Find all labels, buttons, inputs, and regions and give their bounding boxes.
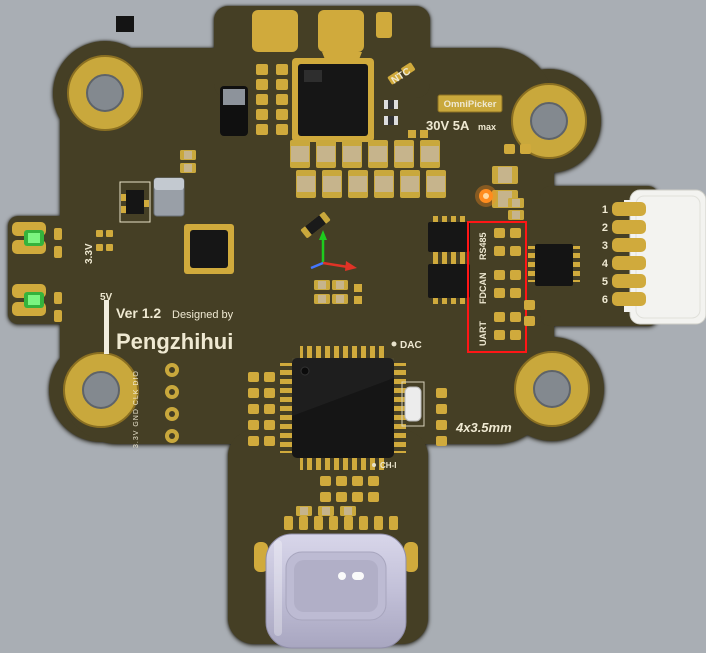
mounting-spec-label: 4x3.5mm [455, 420, 512, 435]
mounting-hole-top-left [67, 55, 143, 131]
usb-c-pads [254, 516, 418, 572]
electrolytic-capacitor [220, 86, 248, 136]
center-small-caps [314, 280, 362, 304]
driver-ic [292, 58, 374, 142]
ch-i-label: CH-I [380, 461, 396, 470]
top-power-pads [252, 10, 392, 82]
power-regulator-ic [184, 224, 234, 274]
usb-c-connector [265, 533, 407, 649]
left-small-pads [54, 228, 113, 322]
sot23-regulator [119, 181, 151, 223]
designer-name: Pengzhihui [116, 329, 233, 354]
angled-component [300, 212, 331, 238]
rail-5v-label: 5V [100, 292, 113, 303]
mcu-chip [280, 346, 406, 470]
dac-label: DAC [400, 340, 422, 351]
crystal-oscillator [401, 381, 425, 427]
rs485-label: RS485 [478, 232, 488, 260]
jst-pin-numbers: 1 2 3 4 5 6 [602, 204, 609, 306]
selection-highlight-box [467, 221, 527, 353]
pin-number-1: 1 [602, 204, 608, 216]
pin-number-6: 6 [602, 294, 608, 306]
mounting-hole-bottom-right [514, 351, 590, 427]
ntc-sensor [387, 62, 416, 85]
debug-header-labels: 3.3V GND CLK DIO [133, 370, 140, 448]
usb-marking-dot [338, 572, 346, 580]
pin-number-2: 2 [602, 222, 608, 234]
designed-by-label: Designed by [172, 309, 234, 321]
rail-3v3-label: 3.3V [84, 243, 95, 264]
pin-number-5: 5 [602, 276, 608, 288]
green-led-bottom [24, 292, 44, 308]
silkscreen-bar [104, 300, 109, 354]
green-led-top [24, 230, 44, 246]
can-connector-ic [528, 244, 580, 286]
power-rating-max: max [478, 122, 496, 132]
origin-axes-marker [310, 230, 357, 271]
uart-label: UART [478, 321, 488, 346]
brand-plate: OmniPicker [437, 94, 503, 113]
usb-marking-dash [352, 572, 364, 580]
power-rating-label: 30V 5A [426, 118, 470, 133]
pin-number-4: 4 [602, 258, 609, 270]
transceiver-ic-top [428, 216, 470, 258]
mounting-hole-bottom-left [63, 352, 139, 428]
version-label: Ver 1.2 [116, 305, 161, 321]
transceiver-ic-bottom [428, 258, 470, 304]
small-resistors [384, 100, 428, 138]
header-pad-grid [256, 64, 288, 135]
ch-i-dot [372, 463, 376, 467]
pin-number-3: 3 [602, 240, 608, 252]
brand-label: OmniPicker [444, 99, 497, 110]
status-led-orange [475, 185, 497, 207]
dac-dot [391, 341, 397, 347]
fdcan-label: FDCAN [478, 273, 488, 305]
stray-component [116, 16, 134, 32]
pin1-marker [300, 366, 310, 376]
metal-can-component [153, 177, 185, 217]
